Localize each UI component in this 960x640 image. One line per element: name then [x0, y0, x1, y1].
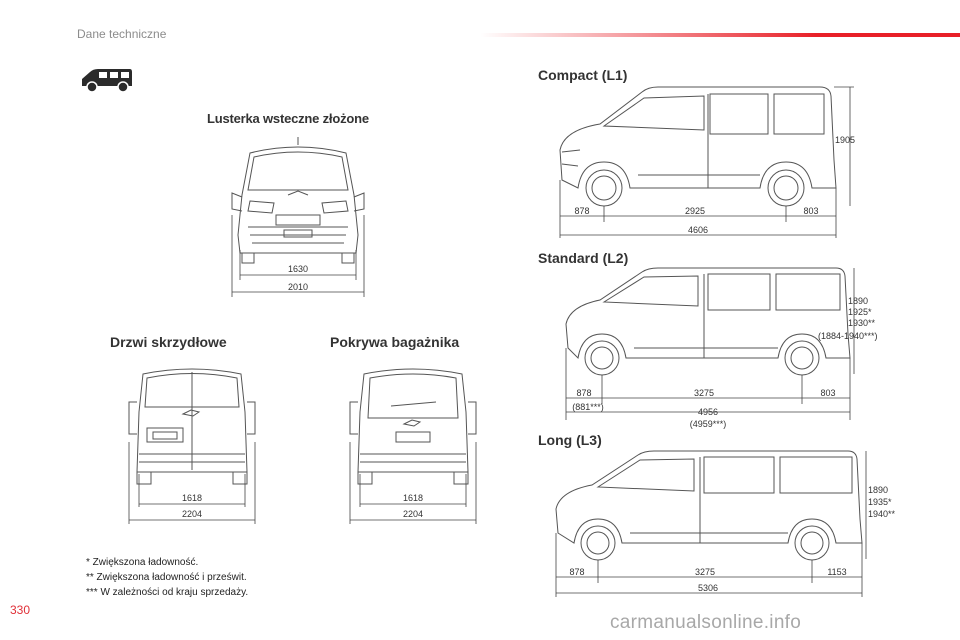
- front-view-title: Lusterka wsteczne złożone: [207, 111, 369, 126]
- long-rear-overhang: 1153: [827, 567, 846, 577]
- rear-tailgate-title: Pokrywa bagażnika: [330, 334, 460, 350]
- standard-side-diagram: 1890 1925* 1930** (1884-1940***) 878 (88…: [565, 267, 878, 429]
- footnotes: * Zwiększona ładowność. ** Zwiększona ła…: [86, 555, 248, 600]
- header-rule: [480, 33, 960, 37]
- standard-wheelbase: 3275: [694, 388, 714, 398]
- standard-rear-overhang: 803: [820, 388, 835, 398]
- compact-front-overhang: 878: [574, 206, 589, 216]
- front-width-outer: 2010: [288, 282, 308, 292]
- standard-title: Standard (L2): [538, 250, 629, 266]
- standard-length: 4956: [698, 407, 718, 417]
- rear-tailgate-width-inner: 1618: [403, 493, 423, 503]
- long-title: Long (L3): [538, 432, 602, 448]
- standard-height-3: 1930**: [848, 318, 876, 328]
- standard-height-2: 1925*: [848, 307, 872, 317]
- compact-height: 1905: [835, 135, 855, 145]
- section-header: Dane techniczne: [77, 27, 167, 41]
- watermark: carmanualsonline.info: [610, 612, 802, 633]
- front-width-inner: 1630: [288, 264, 308, 274]
- rear-doors-width-inner: 1618: [182, 493, 202, 503]
- standard-front-overhang: 878: [576, 388, 591, 398]
- compact-rear-overhang: 803: [803, 206, 818, 216]
- long-wheelbase: 3275: [695, 567, 715, 577]
- long-height-2: 1935*: [868, 497, 892, 507]
- standard-height-1: 1890: [848, 296, 868, 306]
- compact-length: 4606: [688, 225, 708, 235]
- front-view-diagram: 1630 2010: [231, 137, 365, 297]
- long-front-overhang: 878: [569, 567, 584, 577]
- long-side-diagram: 1890 1935* 1940** 878 3275 1153 5306: [555, 450, 896, 597]
- rear-doors-width-outer: 2204: [182, 509, 202, 519]
- rear-doors-title: Drzwi skrzydłowe: [110, 334, 227, 350]
- rear-doors-diagram: 1618 2204: [128, 368, 256, 524]
- footnote-2: ** Zwiększona ładowność i prześwit.: [86, 572, 247, 583]
- rear-tailgate-width-outer: 2204: [403, 509, 423, 519]
- footnote-1: * Zwiększona ładowność.: [86, 557, 199, 568]
- long-height-1: 1890: [868, 485, 888, 495]
- footnote-3: *** W zależności od kraju sprzedaży.: [86, 587, 249, 598]
- standard-front-overhang-alt: (881***): [572, 402, 604, 412]
- compact-title: Compact (L1): [538, 67, 628, 83]
- rear-tailgate-diagram: 1618 2204: [349, 368, 477, 524]
- standard-height-4: (1884-1940***): [818, 331, 878, 341]
- long-height-3: 1940**: [868, 509, 896, 519]
- van-icon: [82, 69, 132, 93]
- compact-side-diagram: 1905 878 2925 803 4606: [559, 86, 855, 238]
- long-length: 5306: [698, 583, 718, 593]
- page-number: 330: [10, 603, 31, 617]
- standard-length-alt: (4959***): [690, 419, 727, 429]
- compact-wheelbase: 2925: [685, 206, 705, 216]
